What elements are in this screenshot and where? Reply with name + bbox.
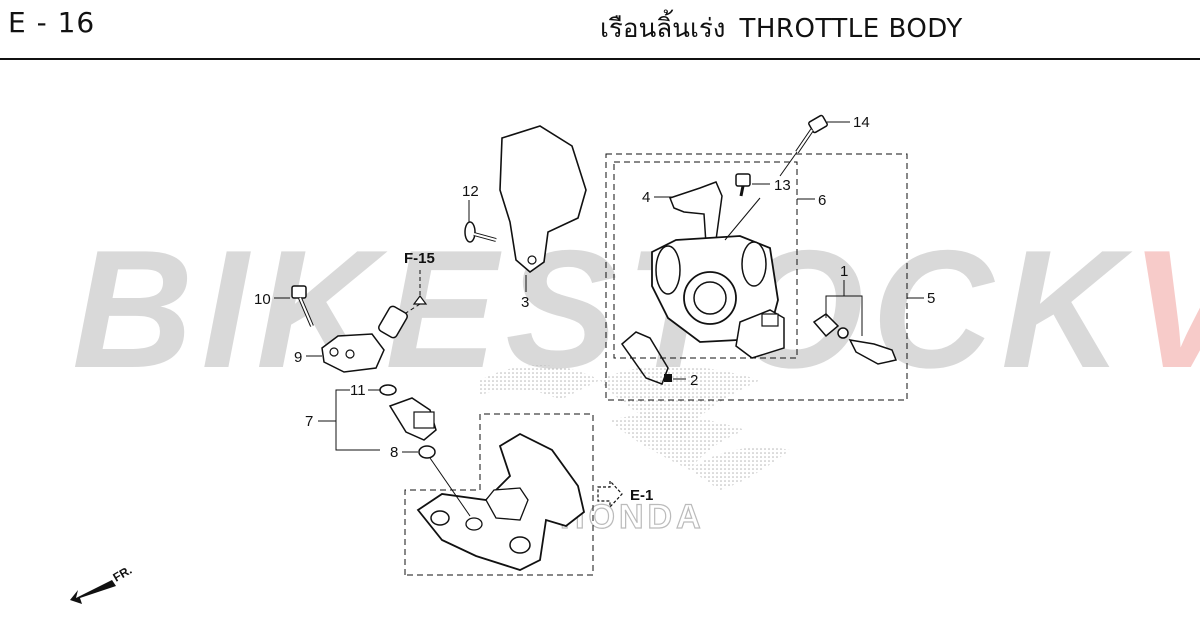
bolt-part-14 xyxy=(795,114,828,154)
e1-arrow-icon xyxy=(597,479,623,509)
injector-part-7 xyxy=(388,397,437,441)
cover-part-3 xyxy=(499,125,587,274)
insulator-part xyxy=(416,432,586,571)
page-title: เรือนลิ้นเร่ง THROTTLE BODY xyxy=(600,8,963,49)
callout-7: 7 xyxy=(305,413,313,430)
throttle-body-assembly-frame xyxy=(605,153,908,401)
callout-12: 12 xyxy=(462,183,479,200)
gasket-pin xyxy=(664,374,672,382)
insulator-frame xyxy=(404,413,594,576)
callout-8: 8 xyxy=(390,444,398,461)
watermark-part-red: VN xyxy=(1130,215,1200,403)
front-arrow-icon xyxy=(70,580,116,604)
watermark-part-gray: BIKESTOCK xyxy=(72,215,1131,403)
sensor-part-9 xyxy=(321,305,408,373)
reference-f15: F-15 xyxy=(404,250,435,267)
bolt-part-10 xyxy=(291,285,314,327)
title-thai: เรือนลิ้นเร่ง xyxy=(600,14,726,44)
callout-5: 5 xyxy=(927,290,935,307)
throttle-body xyxy=(651,235,785,359)
bolt-part-12 xyxy=(464,221,497,243)
throttle-body-subassembly-frame xyxy=(613,161,798,359)
f15-arrow-icon xyxy=(412,295,428,305)
screw-part-13 xyxy=(735,173,751,197)
callout-1: 1 xyxy=(840,263,848,280)
watermark: BIKESTOCKVN xyxy=(72,225,1200,393)
bracket-part-4 xyxy=(669,181,723,246)
seal-part-8 xyxy=(418,445,436,459)
callout-3: 3 xyxy=(521,294,529,311)
callout-10: 10 xyxy=(254,291,271,308)
direction-label: FR. xyxy=(111,563,135,585)
idle-screw-part-1 xyxy=(812,313,898,365)
page-number: E - 16 xyxy=(8,6,96,39)
o-ring-part-11 xyxy=(379,384,397,396)
callout-4: 4 xyxy=(642,189,650,206)
callout-6: 6 xyxy=(818,192,826,209)
gasket-part-2 xyxy=(620,331,669,385)
callout-2: 2 xyxy=(690,372,698,389)
honda-wing-icon xyxy=(480,365,790,490)
callout-9: 9 xyxy=(294,349,302,366)
header-rule xyxy=(0,58,1200,60)
reference-e1: E-1 xyxy=(630,487,653,504)
callout-13: 13 xyxy=(774,177,791,194)
title-english: THROTTLE BODY xyxy=(739,14,963,44)
callout-14: 14 xyxy=(853,114,870,131)
callout-11: 11 xyxy=(350,382,366,399)
